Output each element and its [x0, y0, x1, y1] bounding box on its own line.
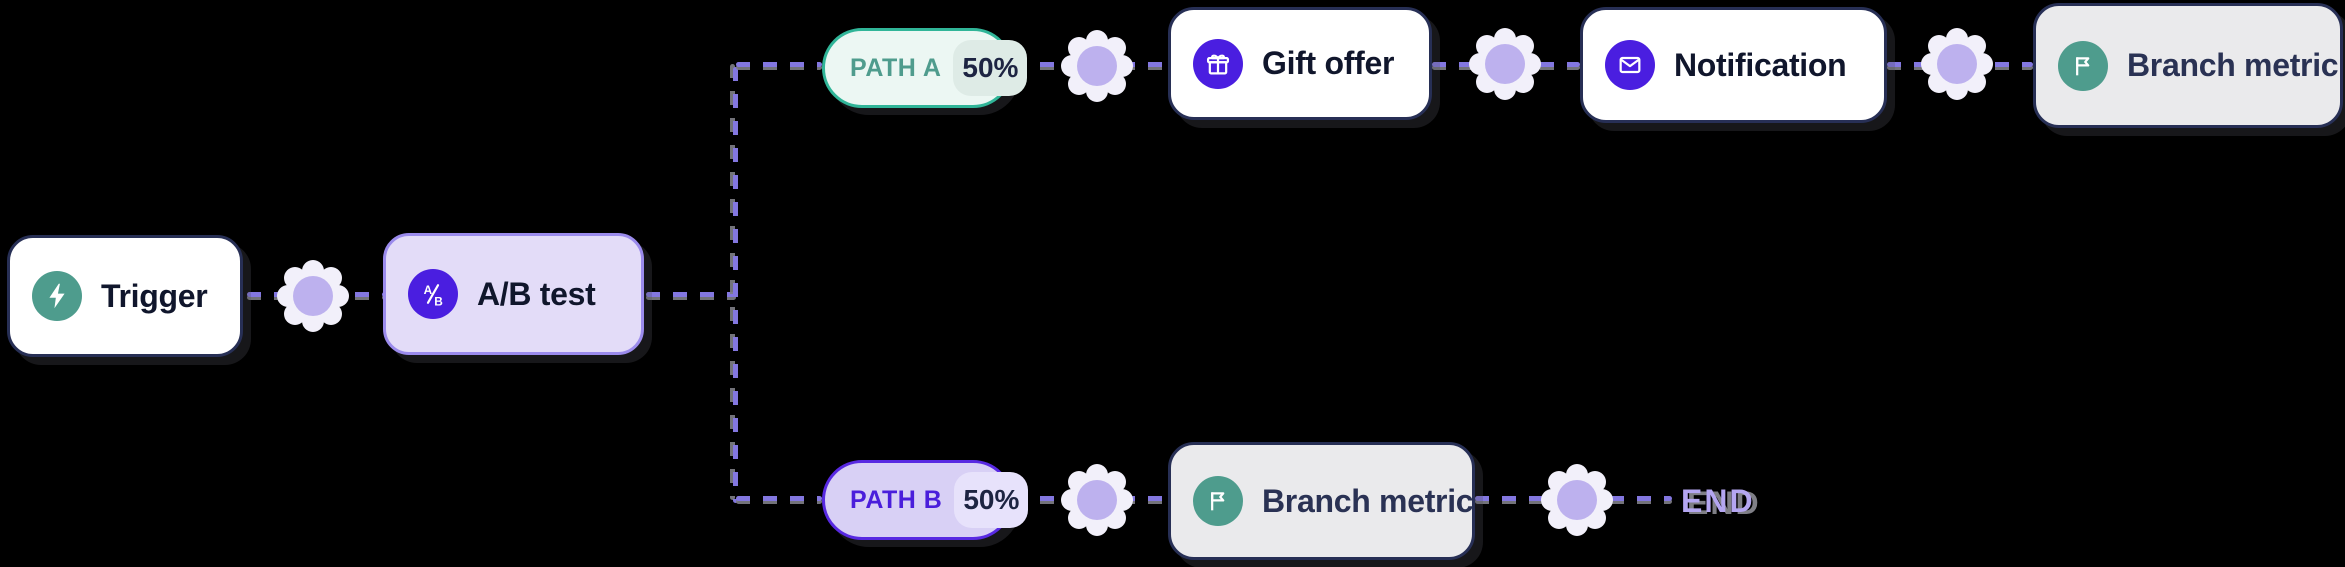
node-branch-metric-bottom[interactable]: Branch metric [1168, 442, 1475, 560]
node-label: Branch metric [2127, 47, 2339, 83]
add-step-button[interactable] [1477, 36, 1533, 92]
path-a-label: PATH A [850, 53, 942, 82]
path-a-badge[interactable]: PATH A 50% [822, 28, 1028, 108]
add-step-button[interactable] [1069, 38, 1125, 94]
end-marker: END [1681, 483, 1755, 519]
gift-icon [1193, 38, 1243, 89]
node-label: Gift offer [1262, 45, 1395, 81]
node-ab-test[interactable]: A B A/B test [383, 233, 644, 355]
svg-text:B: B [434, 294, 443, 308]
node-gift-offer[interactable]: Gift offer [1168, 7, 1432, 120]
node-label: Trigger [101, 277, 208, 314]
path-a-percentage: 50% [953, 40, 1028, 96]
add-step-button[interactable] [1549, 472, 1605, 528]
svg-text:A: A [424, 283, 433, 297]
path-b-percentage: 50% [954, 472, 1029, 528]
connector-to-path-b [736, 496, 822, 504]
path-b-label: PATH B [850, 485, 943, 514]
connector-to-path-a [736, 62, 822, 70]
node-trigger[interactable]: Trigger [7, 235, 243, 357]
flag-icon [2058, 40, 2108, 91]
flag-icon [1193, 476, 1243, 526]
lightning-icon [32, 271, 82, 321]
add-step-button[interactable] [1929, 36, 1985, 92]
node-branch-metric-top[interactable]: Branch metric [2033, 3, 2343, 128]
add-step-button[interactable] [1069, 472, 1125, 528]
connector-abtest-branch [646, 292, 736, 300]
mail-icon [1605, 40, 1655, 90]
node-label: Notification [1674, 46, 1847, 83]
connector-branch-vertical [730, 64, 738, 503]
ab-test-icon: A B [408, 269, 458, 319]
path-b-badge[interactable]: PATH B 50% [822, 460, 1029, 540]
add-step-button[interactable] [285, 268, 341, 324]
node-notification[interactable]: Notification [1580, 7, 1887, 123]
node-label: A/B test [477, 275, 596, 312]
node-label: Branch metric [1262, 482, 1474, 519]
